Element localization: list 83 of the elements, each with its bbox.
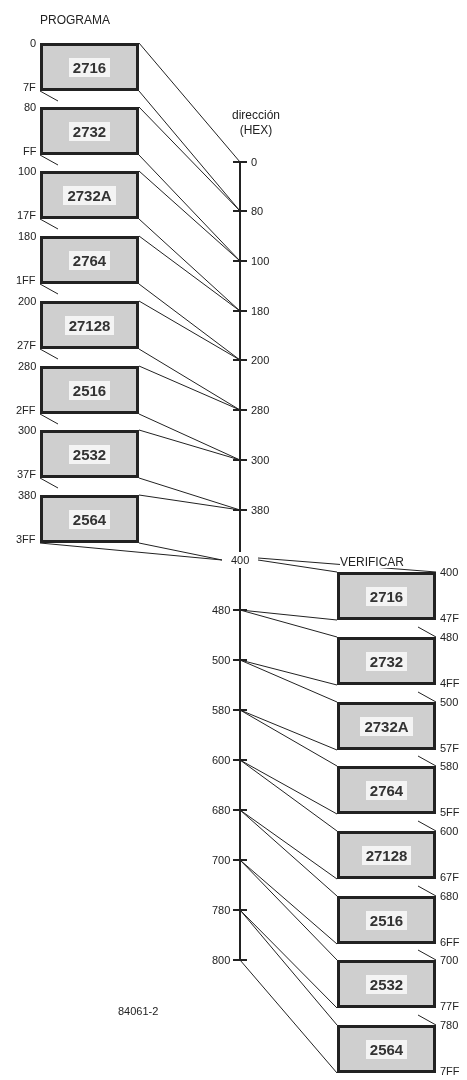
axis-tick-label: 300 [251,454,270,466]
axis-tick-label: 100 [251,255,270,267]
section-heading: PROGRAMA [40,14,110,26]
chip-type-label: 2564 [68,509,111,529]
address-label: 480 [440,631,459,643]
address-label: 77F [440,1000,459,1012]
address-label: 7FF [440,1065,460,1077]
figure-number: 84061-2 [118,1005,159,1017]
memory-block [40,366,139,414]
memory-block [337,960,436,1008]
axis-tick-label: 180 [251,305,270,317]
address-label: 4FF [440,677,460,689]
address-label: 200 [18,295,37,307]
address-label: 37F [17,468,36,480]
memory-block [40,107,139,155]
memory-block [337,572,436,620]
address-label: 100 [18,165,37,177]
address-label: 47F [440,612,459,624]
memory-block [337,637,436,685]
address-label: 27F [17,339,36,351]
chip-type-label: 2732A [63,185,116,205]
axis-tick-label: 480 [212,604,231,616]
memory-block [40,43,139,91]
memory-block [40,171,139,219]
memory-block [337,896,436,944]
axis-tick-label: 280 [251,404,270,416]
address-label: 5FF [440,806,460,818]
chip-type-label: 2532 [365,974,408,994]
chip-type-label: 2732 [365,651,408,671]
memory-block [40,301,139,349]
axis-tick-label: 580 [212,704,231,716]
address-label: 500 [440,696,459,708]
chip-type-label: 2516 [68,380,111,400]
address-label: 1FF [16,274,36,286]
address-label: 780 [440,1019,459,1031]
address-label: 2FF [16,404,36,416]
address-label: 67F [440,871,459,883]
address-label: 17F [17,209,36,221]
chip-type-label: 2764 [365,780,408,800]
address-label: 3FF [16,533,36,545]
address-label: 7F [23,81,36,93]
axis-tick-label: 700 [212,854,231,866]
address-label: 280 [18,360,37,372]
address-label: 600 [440,825,459,837]
axis-tick-label: 680 [212,804,231,816]
memory-block [337,766,436,814]
chip-type-label: 2732 [68,121,111,141]
chip-type-label: 2516 [365,910,408,930]
axis-tick-label: 600 [212,754,231,766]
address-label: 380 [18,489,37,501]
address-label: 80 [24,101,37,113]
axis-tick-label: 80 [251,205,264,217]
address-label: 580 [440,760,459,772]
axis-tick-label: 800 [212,954,231,966]
memory-block [337,1025,436,1073]
memory-block [337,831,436,879]
axis-tick-label: 400 [231,554,250,566]
address-label: 300 [18,424,37,436]
address-label: 180 [18,230,37,242]
chip-type-label: 2764 [68,250,111,270]
memory-block [40,430,139,478]
address-label: 680 [440,890,459,902]
chip-type-label: 2532 [68,444,111,464]
address-label: 0 [30,37,37,49]
address-label: 6FF [440,936,460,948]
chip-type-label: 2732A [360,716,413,736]
chip-type-label: 2716 [365,586,408,606]
axis-tick-label: 500 [212,654,231,666]
address-label: 400 [440,566,459,578]
address-label: FF [23,145,37,157]
memory-block [40,236,139,284]
chip-type-label: 27128 [361,845,412,865]
address-label: 57F [440,742,459,754]
chip-type-label: 2564 [365,1039,408,1059]
chip-type-label: 27128 [64,315,115,335]
memory-block [40,495,139,543]
chip-type-label: 2716 [68,57,111,77]
axis-tick-label: 780 [212,904,231,916]
axis-tick-label: 380 [251,504,270,516]
axis-tick-label: 0 [251,156,258,168]
memory-block [337,702,436,750]
axis-tick-label: 200 [251,354,270,366]
address-label: 700 [440,954,459,966]
